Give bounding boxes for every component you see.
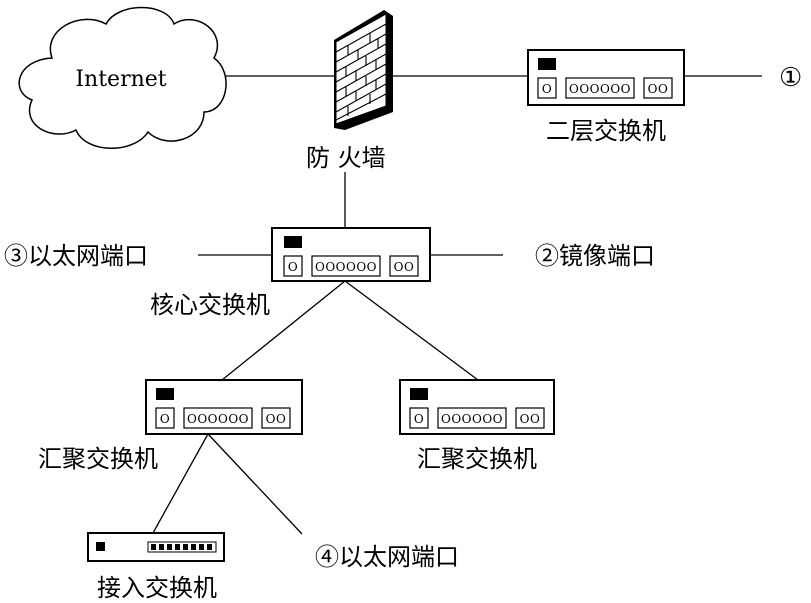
core-switch-label: 核心交换机: [150, 291, 270, 319]
link-agg-access: [152, 433, 209, 534]
svg-text:OOOOOO: OOOOOO: [569, 82, 631, 96]
aggregation-switch-left: O OOOOOO OO: [145, 379, 303, 435]
port-marker-4: ④以太网端口: [315, 543, 459, 571]
svg-text:OOOOOO: OOOOOO: [441, 412, 503, 426]
svg-text:OOOOOO: OOOOOO: [315, 260, 377, 274]
port-marker-2: ②镜像端口: [535, 242, 655, 270]
svg-text:OOOOOO: OOOOOO: [187, 412, 249, 426]
status-led-icon: [538, 58, 556, 70]
internet-cloud: Internet: [18, 6, 227, 149]
status-led-icon: [156, 388, 174, 400]
link-core-agg-left: [221, 280, 346, 381]
port-marker-3: ③以太网端口: [4, 242, 148, 270]
layer2-switch-label: 二层交换机: [546, 117, 666, 145]
aggregation-switch-left-label: 汇聚交换机: [38, 445, 158, 473]
svg-text:OO: OO: [520, 412, 541, 426]
port-marker-1: ①: [779, 63, 802, 93]
firewall-label: 防 火墙: [306, 144, 386, 172]
internet-label: Internet: [75, 67, 166, 92]
svg-text:OO: OO: [266, 412, 287, 426]
core-switch: O OOOOOO OO: [271, 227, 431, 282]
layer2-switch: O OOOOOO OO: [527, 49, 685, 106]
link-core-agg-right: [344, 280, 479, 381]
firewall-icon: 防 火墙: [306, 10, 393, 172]
svg-text:O: O: [414, 412, 424, 426]
access-switch-label: 接入交换机: [97, 574, 217, 602]
status-led-icon: [410, 388, 428, 400]
svg-text:O: O: [542, 82, 552, 96]
status-led-icon: [96, 542, 105, 551]
svg-text:O: O: [288, 260, 298, 274]
aggregation-switch-right: O OOOOOO OO: [399, 379, 555, 435]
svg-text:O: O: [160, 412, 170, 426]
access-switch: [87, 532, 225, 562]
svg-text:OO: OO: [648, 82, 669, 96]
link-agg-port4: [207, 433, 303, 535]
status-led-icon: [284, 236, 302, 248]
svg-text:OO: OO: [394, 260, 415, 274]
aggregation-switch-right-label: 汇聚交换机: [417, 445, 537, 473]
